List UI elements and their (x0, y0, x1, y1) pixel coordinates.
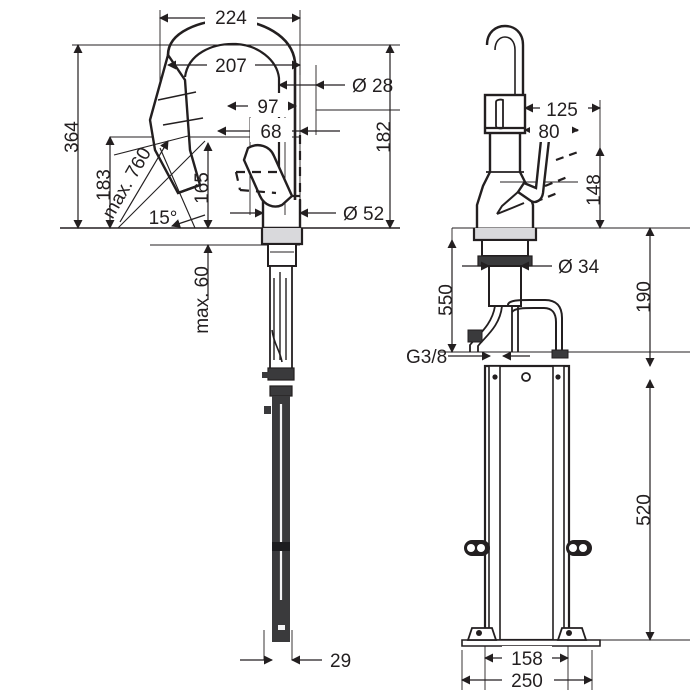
dim-label-29: 29 (330, 651, 351, 672)
spray-head-housing (483, 93, 527, 135)
dim-label-g38: G3/8 (406, 347, 447, 368)
spray-mode-button (495, 98, 504, 130)
dim-label-97: 97 (257, 97, 278, 118)
dim-label-183: 183 (94, 169, 115, 201)
dim-label-68: 68 (260, 122, 281, 143)
dim-line-max760 (119, 140, 169, 223)
dim-label-dia34: Ø 34 (558, 257, 600, 278)
dim-label-165: 165 (192, 172, 213, 204)
guide-clip-right (566, 540, 592, 556)
dim-label-207: 207 (215, 56, 247, 77)
guide-foot-left (466, 627, 498, 641)
base-flange (260, 228, 304, 246)
dim-label-max60: max. 60 (192, 266, 213, 334)
handle-lever-profile (242, 144, 294, 208)
dim-label-dia28: Ø 28 (352, 76, 393, 97)
dim-label-224: 224 (215, 8, 247, 29)
dim-label-125: 125 (546, 100, 578, 121)
guide-centre-hole (521, 372, 531, 382)
dim-label-520: 520 (634, 494, 655, 526)
dim-label-190: 190 (634, 281, 655, 313)
hose-fitting-lower (269, 385, 293, 397)
dim-label-15deg: 15° (149, 208, 178, 229)
hose-fitting-upper (267, 367, 295, 381)
dim-label-148: 148 (584, 174, 605, 206)
supply-connector (467, 329, 483, 343)
guide-foot-right (556, 627, 588, 641)
supply-hose-left (469, 305, 496, 352)
front-washer (477, 255, 533, 267)
front-base-flange (472, 228, 538, 242)
side-extension-lines (72, 10, 400, 660)
dim-label-158: 158 (511, 649, 543, 670)
dim-label-80: 80 (538, 122, 559, 143)
threaded-shank (488, 265, 522, 307)
guide-rail-left (488, 365, 501, 641)
dim-label-550: 550 (436, 284, 457, 316)
dim-line-15deg (171, 214, 206, 228)
front-body-left (475, 133, 492, 228)
guide-base-plate (461, 639, 601, 647)
dim-label-250: 250 (511, 671, 543, 692)
dim-label-dia52: Ø 52 (343, 204, 384, 225)
handle-alt-position (234, 135, 302, 200)
front-body-right (518, 133, 535, 228)
front-spout-top (485, 24, 525, 108)
dim-label-182: 182 (374, 121, 395, 153)
front-hose-loop (507, 299, 563, 352)
guide-rail-right (552, 365, 565, 641)
mounting-shank (267, 243, 297, 267)
dim-label-364: 364 (62, 121, 83, 153)
guide-clip-left (464, 540, 490, 556)
